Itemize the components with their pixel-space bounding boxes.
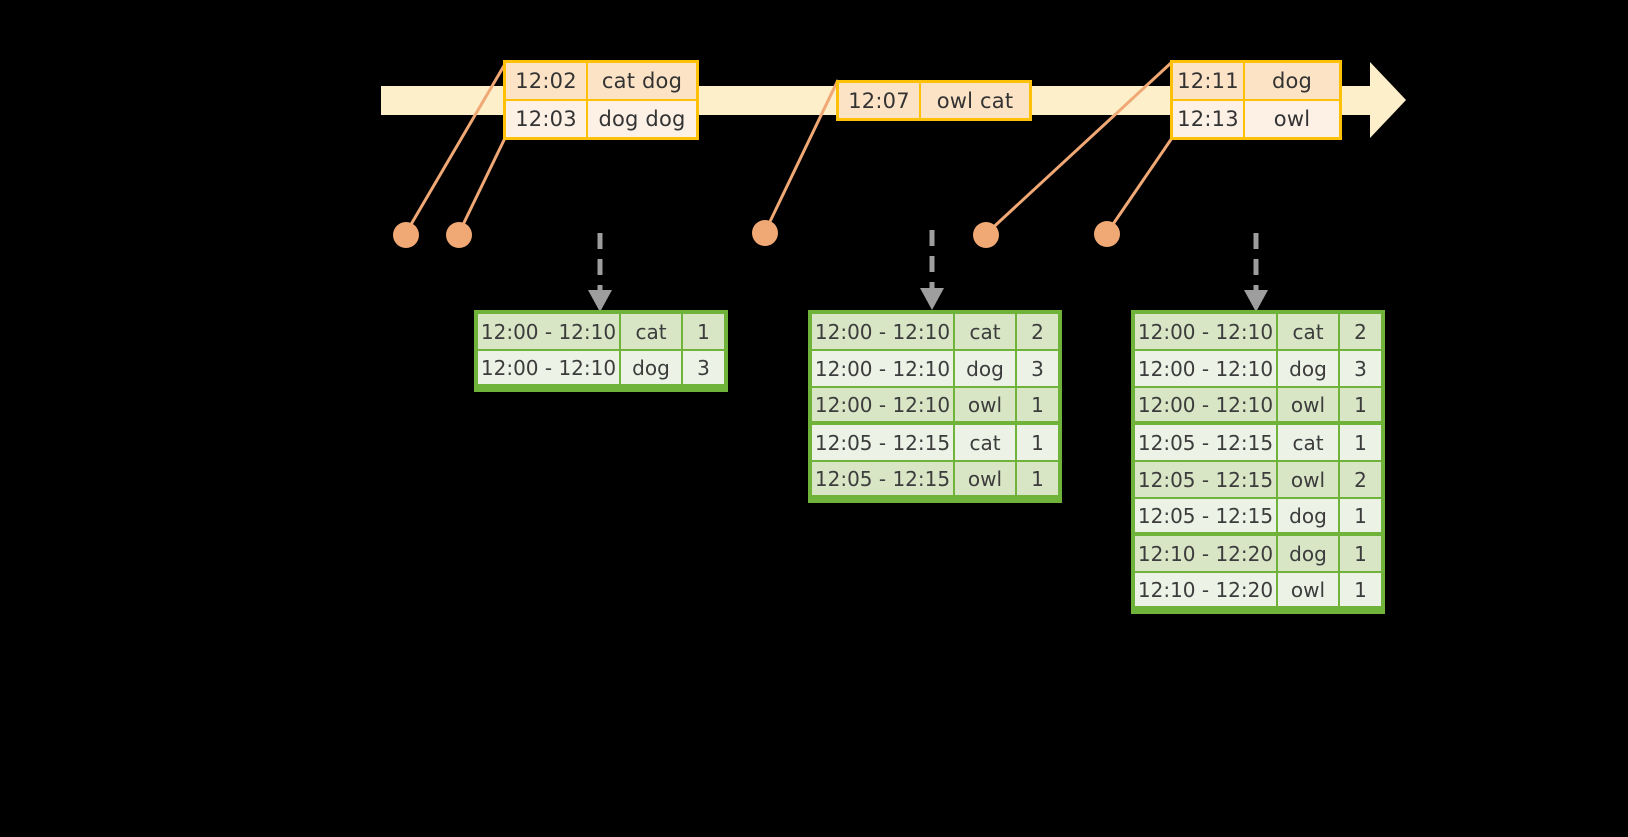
cell-window: 12:00 - 12:10 bbox=[1135, 351, 1278, 388]
cell-key: owl bbox=[955, 462, 1017, 499]
event-words: owl cat bbox=[921, 83, 1029, 118]
cell-count: 3 bbox=[1340, 351, 1381, 388]
cell-key: cat bbox=[955, 314, 1017, 351]
timeline-event-row: 12:02 cat dog bbox=[506, 63, 696, 99]
cell-key: cat bbox=[955, 425, 1017, 462]
cell-key: owl bbox=[1278, 462, 1340, 499]
timeline-event-box-1[interactable]: 12:02 cat dog 12:03 dog dog bbox=[503, 60, 699, 140]
event-time: 12:07 bbox=[839, 83, 921, 118]
cell-count: 1 bbox=[1017, 388, 1058, 425]
cell-count: 2 bbox=[1017, 314, 1058, 351]
timeline-event-row: 12:11 dog bbox=[1173, 63, 1339, 99]
cell-key: dog bbox=[621, 351, 683, 388]
marker-dot-1203 bbox=[446, 222, 472, 248]
cell-window: 12:05 - 12:15 bbox=[1135, 462, 1278, 499]
cell-count: 3 bbox=[683, 351, 724, 388]
cell-window: 12:10 - 12:20 bbox=[1135, 536, 1278, 573]
cell-key: dog bbox=[1278, 536, 1340, 573]
cell-key: dog bbox=[1278, 499, 1340, 536]
cell-key: cat bbox=[1278, 314, 1340, 351]
cell-key: dog bbox=[955, 351, 1017, 388]
timeline-event-row: 12:03 dog dog bbox=[506, 99, 696, 137]
cell-key: owl bbox=[1278, 573, 1340, 610]
cell-key: dog bbox=[1278, 351, 1340, 388]
connector-line-1213 bbox=[1105, 137, 1174, 234]
timeline-event-row: 12:13 owl bbox=[1173, 99, 1339, 137]
event-words: owl bbox=[1245, 101, 1339, 137]
cell-window: 12:05 - 12:15 bbox=[1135, 499, 1278, 536]
event-words: dog bbox=[1245, 63, 1339, 99]
marker-dot-1202 bbox=[393, 222, 419, 248]
dashed-arrow-head-1 bbox=[588, 290, 612, 312]
event-words: dog dog bbox=[588, 101, 696, 137]
event-time: 12:11 bbox=[1173, 63, 1245, 99]
cell-key: cat bbox=[1278, 425, 1340, 462]
cell-count: 2 bbox=[1340, 462, 1381, 499]
timeline-event-row: 12:07 owl cat bbox=[839, 83, 1029, 118]
event-time: 12:03 bbox=[506, 101, 588, 137]
cell-key: owl bbox=[955, 388, 1017, 425]
event-time: 12:02 bbox=[506, 63, 588, 99]
cell-count: 1 bbox=[1340, 499, 1381, 536]
event-words: cat dog bbox=[588, 63, 696, 99]
dashed-arrow-head-2 bbox=[920, 288, 944, 310]
timeline-arrowhead-icon bbox=[1370, 62, 1406, 138]
marker-dot-1211 bbox=[973, 222, 999, 248]
cell-window: 12:05 - 12:15 bbox=[812, 462, 955, 499]
connector-line-1202 bbox=[404, 63, 507, 234]
cell-window: 12:00 - 12:10 bbox=[812, 314, 955, 351]
cell-count: 2 bbox=[1340, 314, 1381, 351]
dashed-arrow-head-3 bbox=[1244, 290, 1268, 312]
cell-count: 1 bbox=[1017, 462, 1058, 499]
timeline-event-box-2[interactable]: 12:07 owl cat bbox=[836, 80, 1032, 121]
timeline-event-box-3[interactable]: 12:11 dog 12:13 owl bbox=[1170, 60, 1342, 140]
cell-count: 1 bbox=[1017, 425, 1058, 462]
cell-key: owl bbox=[1278, 388, 1340, 425]
cell-count: 1 bbox=[1340, 573, 1381, 610]
cell-window: 12:05 - 12:15 bbox=[1135, 425, 1278, 462]
cell-window: 12:00 - 12:10 bbox=[812, 351, 955, 388]
cell-count: 3 bbox=[1017, 351, 1058, 388]
cell-window: 12:00 - 12:10 bbox=[1135, 388, 1278, 425]
event-time: 12:13 bbox=[1173, 101, 1245, 137]
cell-count: 1 bbox=[1340, 425, 1381, 462]
connector-line-1207 bbox=[763, 79, 840, 233]
cell-window: 12:00 - 12:10 bbox=[478, 314, 621, 351]
connector-line-1211 bbox=[984, 60, 1174, 236]
cell-window: 12:10 - 12:20 bbox=[1135, 573, 1278, 610]
cell-window: 12:05 - 12:15 bbox=[812, 425, 955, 462]
cell-count: 1 bbox=[1340, 388, 1381, 425]
marker-dot-1207 bbox=[752, 220, 778, 246]
connector-line-1203 bbox=[457, 137, 507, 234]
cell-window: 12:00 - 12:10 bbox=[1135, 314, 1278, 351]
cell-key: cat bbox=[621, 314, 683, 351]
marker-dot-1213 bbox=[1094, 221, 1120, 247]
cell-count: 1 bbox=[683, 314, 724, 351]
cell-window: 12:00 - 12:10 bbox=[812, 388, 955, 425]
cell-window: 12:00 - 12:10 bbox=[478, 351, 621, 388]
cell-count: 1 bbox=[1340, 536, 1381, 573]
